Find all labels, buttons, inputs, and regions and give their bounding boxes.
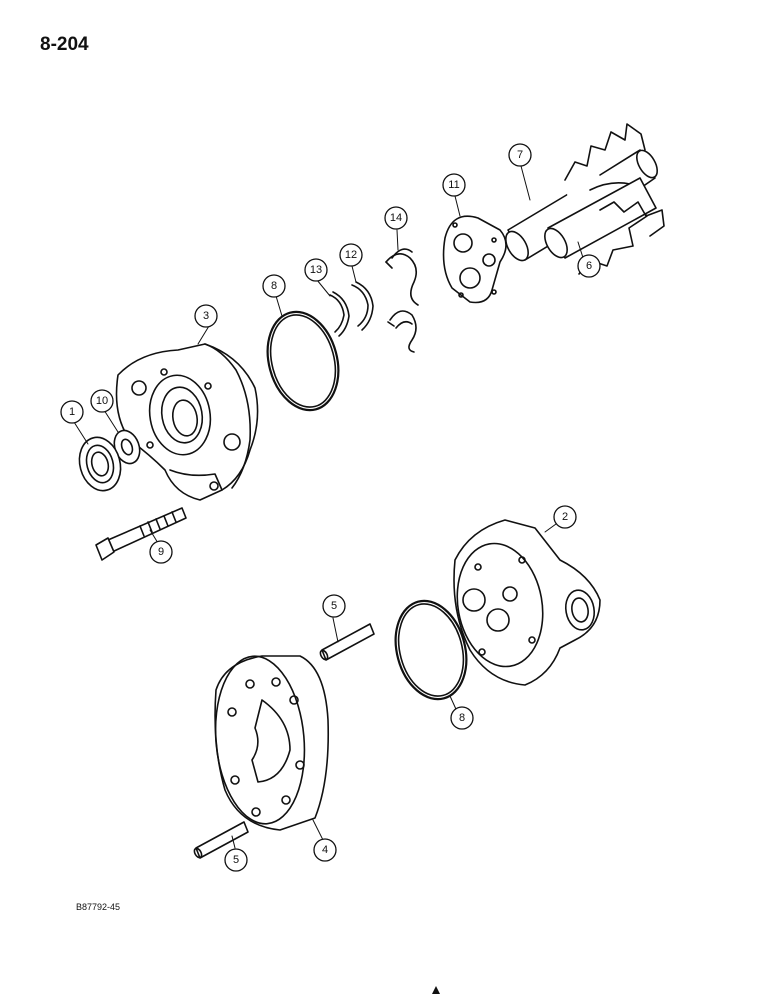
callout-6: 6 bbox=[586, 260, 592, 272]
callout-13: 13 bbox=[310, 264, 322, 276]
callout-7: 7 bbox=[517, 149, 523, 161]
callout-5-upper: 5 bbox=[331, 600, 337, 612]
callout-8-lower: 8 bbox=[459, 712, 465, 724]
driven-gear-shaft bbox=[544, 177, 665, 259]
bottom-edge-mark bbox=[432, 986, 440, 994]
washer bbox=[113, 429, 141, 465]
seal-wire bbox=[385, 248, 419, 353]
gear-housing bbox=[214, 655, 330, 831]
figure-code: B87792-45 bbox=[76, 902, 121, 912]
oil-seal bbox=[78, 436, 122, 492]
o-ring-lower bbox=[394, 599, 468, 701]
dowel-pin-lower bbox=[193, 821, 249, 859]
callout-3: 3 bbox=[203, 310, 209, 322]
callout-9: 9 bbox=[158, 546, 164, 558]
callouts bbox=[60, 143, 601, 872]
callout-8-upper: 8 bbox=[271, 280, 277, 292]
pump-body bbox=[453, 519, 601, 686]
cap-screw bbox=[95, 507, 187, 561]
callout-11: 11 bbox=[448, 179, 459, 191]
front-cover bbox=[115, 343, 259, 501]
callout-12: 12 bbox=[345, 249, 357, 261]
backup-gasket bbox=[351, 281, 374, 331]
callout-4: 4 bbox=[322, 844, 328, 856]
dowel-pin-upper bbox=[319, 623, 375, 661]
protector-gasket bbox=[329, 291, 350, 337]
wear-plate bbox=[442, 215, 507, 304]
o-ring-upper bbox=[266, 310, 340, 412]
callout-10: 10 bbox=[96, 395, 108, 407]
callout-14: 14 bbox=[390, 212, 402, 224]
callout-1: 1 bbox=[69, 406, 75, 418]
leader-lines bbox=[73, 165, 586, 849]
callout-5-lower: 5 bbox=[233, 854, 239, 866]
page-number: 8-204 bbox=[40, 34, 89, 55]
callout-2: 2 bbox=[562, 511, 568, 523]
